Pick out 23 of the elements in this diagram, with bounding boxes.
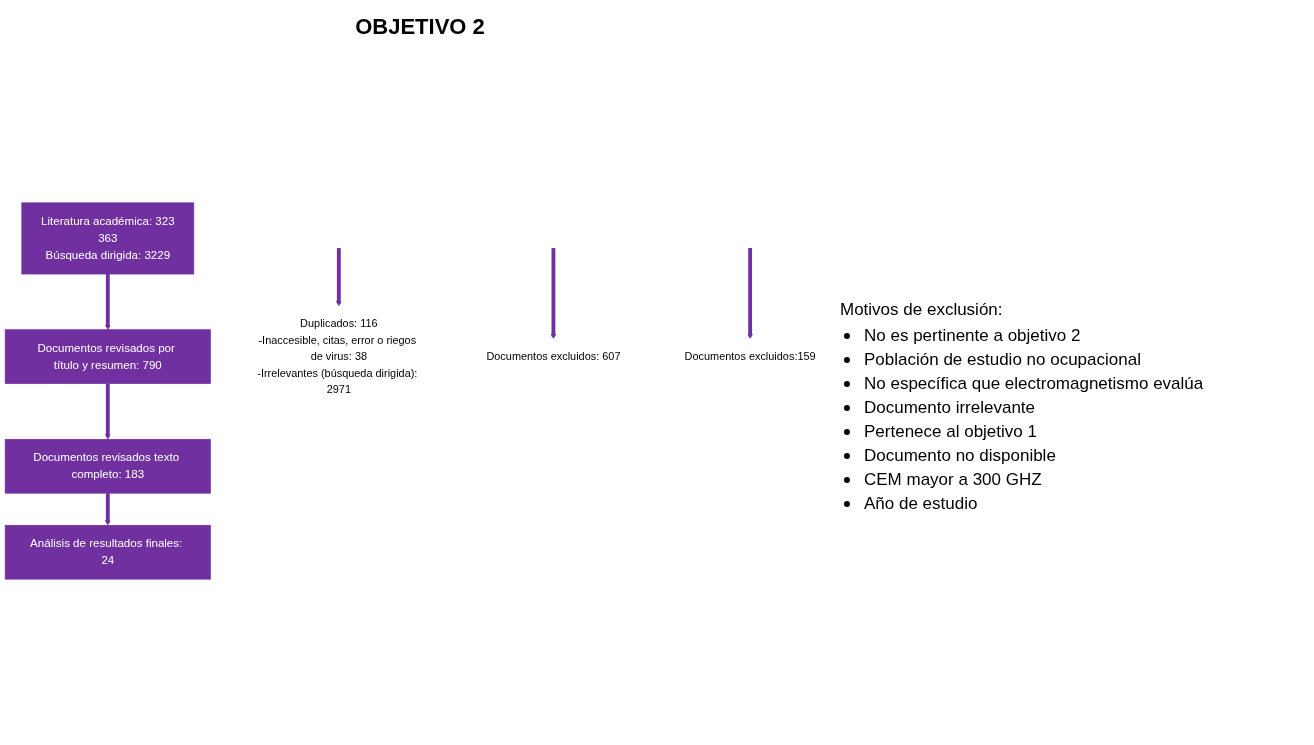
node-text: Duplicados: 116 -Inaccesible, citas, error o riegos de virus: 38 -Irrelevantes (búsqueda dirigida): 2971 [257,317,418,396]
arrow [105,493,111,526]
arrow [105,383,111,440]
list-item-text: No específica que electromagnetismo evalúa [864,374,1204,394]
list-item-text: Población de estudio no ocupacional [864,350,1141,370]
node-text: Documentos excluidos:159 [684,350,816,363]
node-box: Documentos revisados texto completo: 183 [4,438,211,494]
node-text: Documentos excluidos: 607 [486,350,621,363]
arrow [747,248,753,340]
list-heading: Motivos de exclusión: [840,300,1004,320]
list-item-text: Documento no disponible [864,446,1056,466]
node-box: Literatura académica: 323 363 Búsqueda dirigida: 3229 [21,202,195,275]
diagram-title: OBJETIVO 2 [355,14,485,40]
list-item-text: Documento irrelevante [864,398,1036,418]
node-box: Análisis de resultados finales: 24 [4,524,211,580]
list-item-text: Pertenece al objetivo 1 [864,422,1037,442]
node-box: Documentos revisados por título y resumen: 790 [4,329,211,384]
list-item-text: CEM mayor a 300 GHZ [864,470,1042,490]
arrow [336,248,342,307]
list-item-text: No es pertinente a objetivo 2 [864,326,1081,346]
arrow [550,248,557,340]
list-item-text: Año de estudio [864,494,978,514]
arrow [105,274,111,330]
